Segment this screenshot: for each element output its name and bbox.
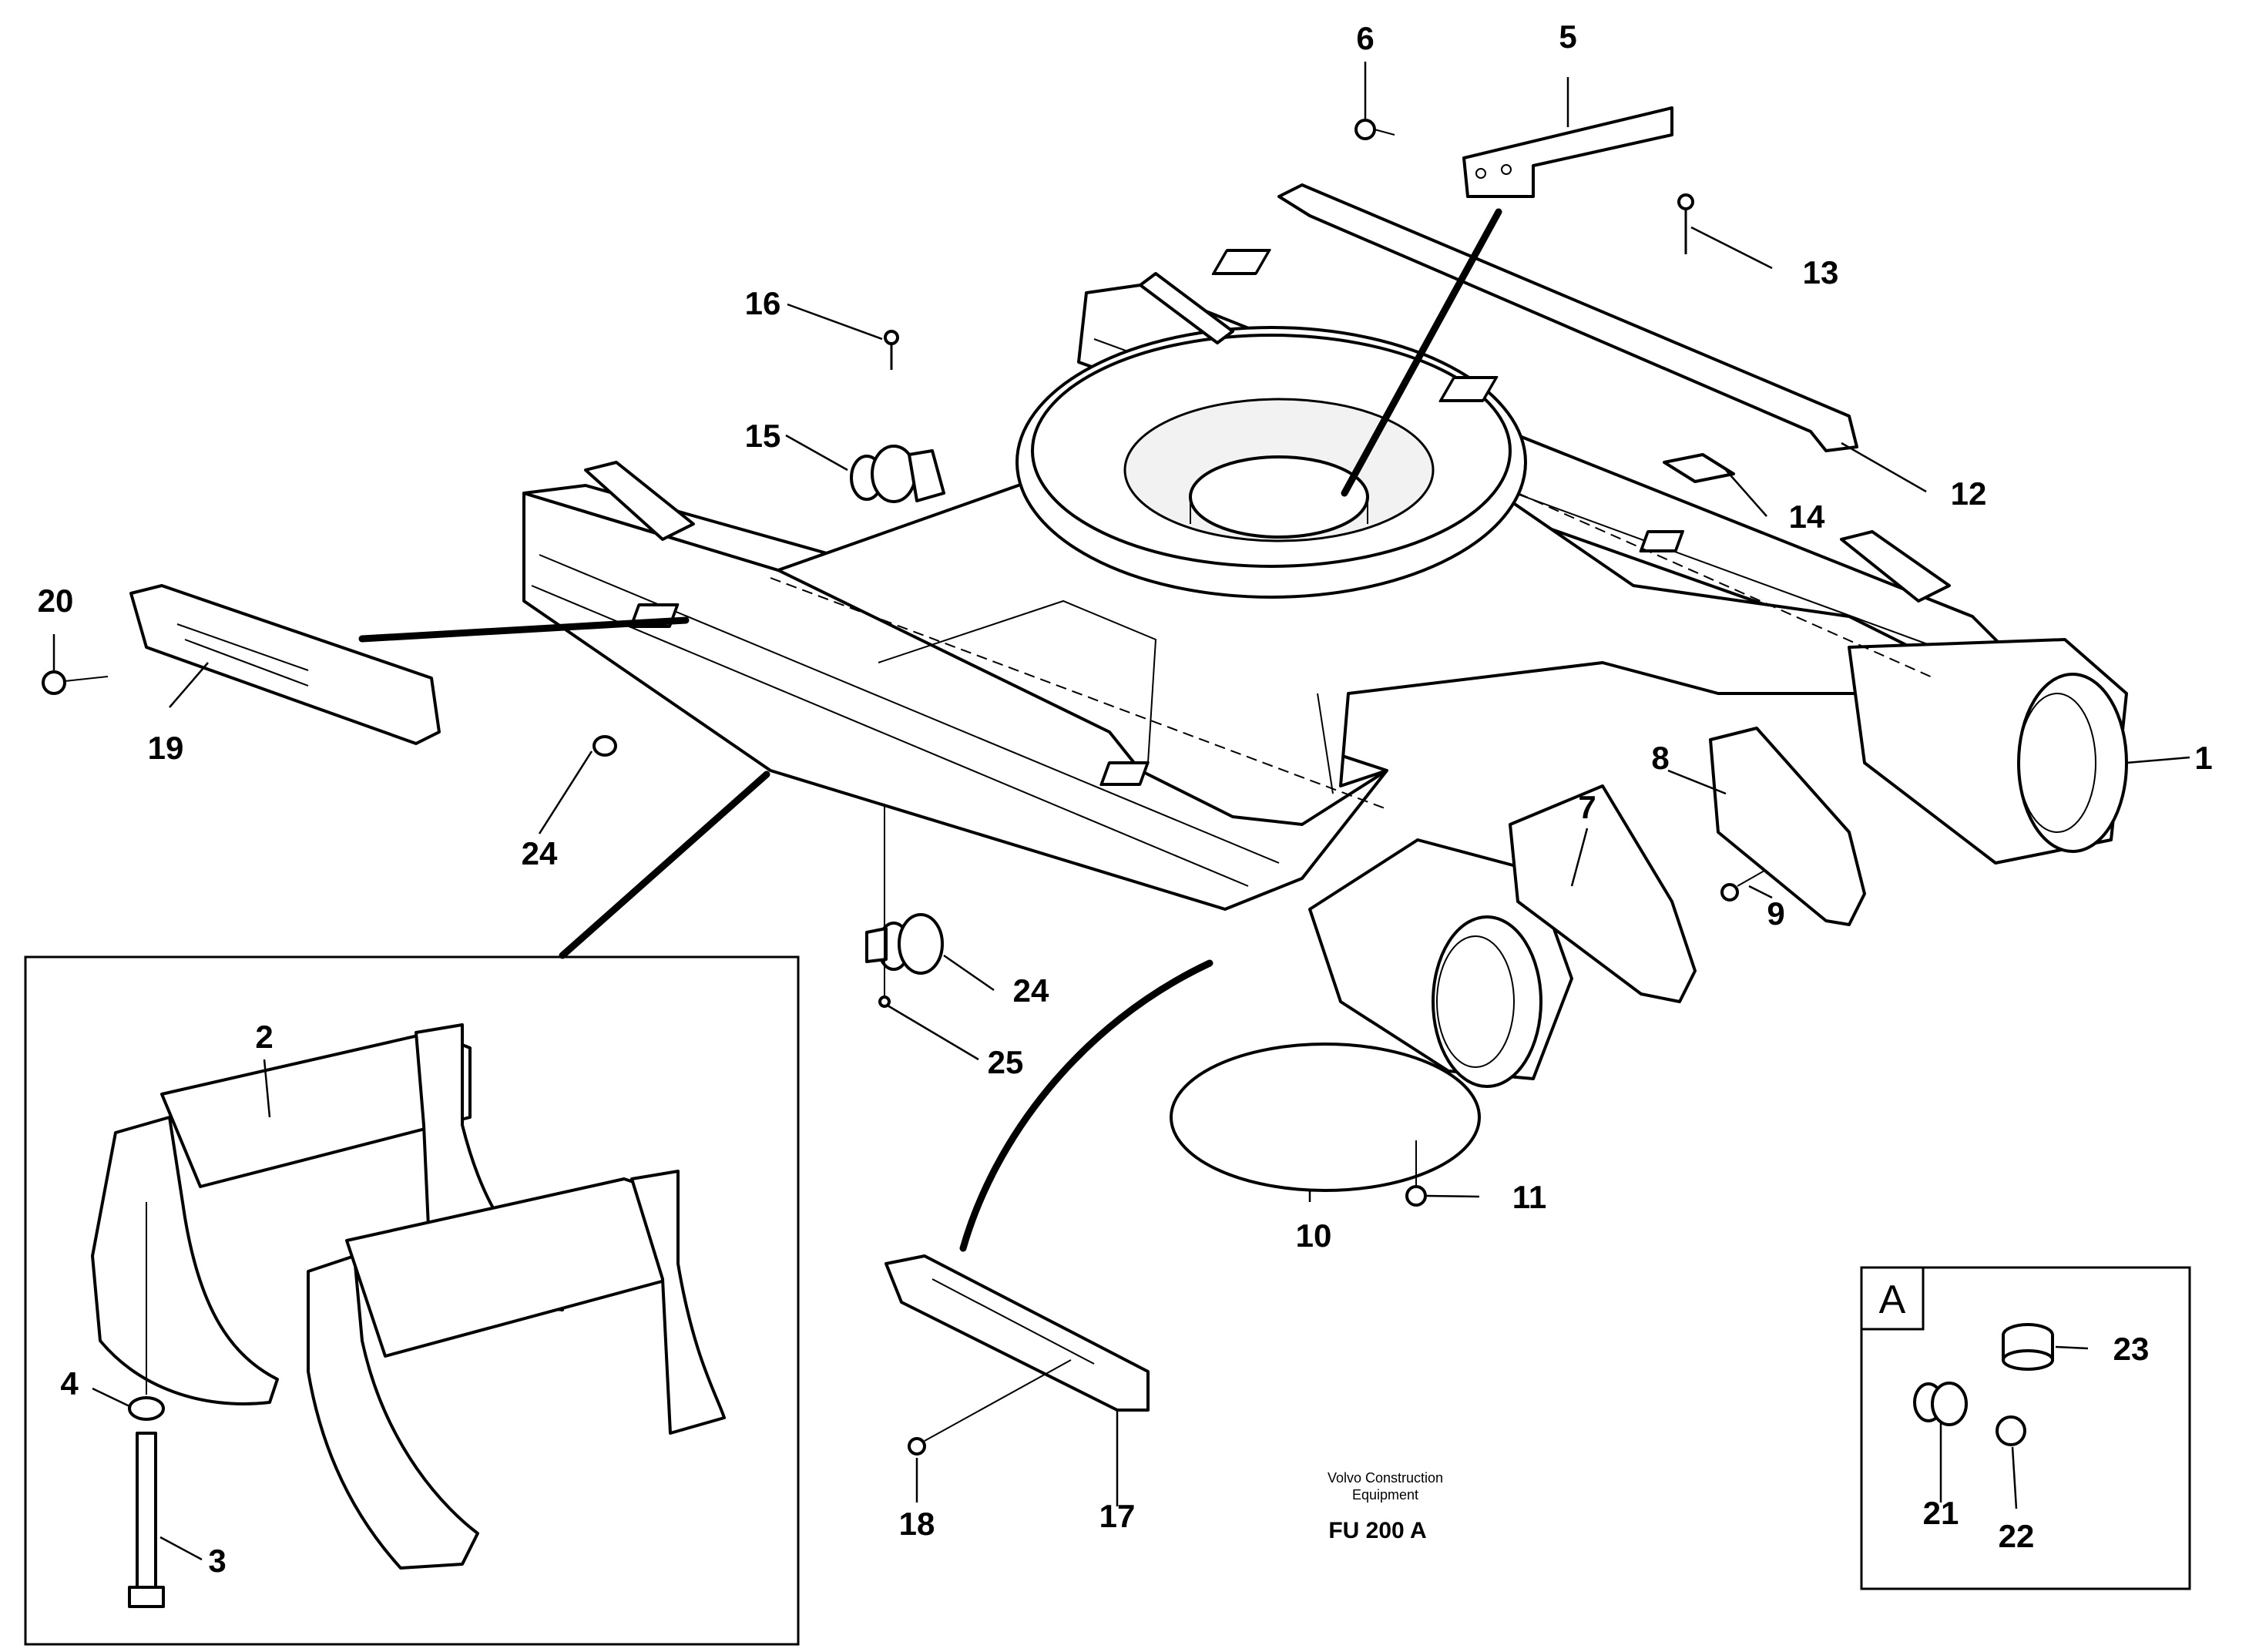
part-13-bolt <box>1677 193 1694 254</box>
callout-9: 9 <box>1767 895 1784 932</box>
callout-4: 4 <box>60 1365 79 1402</box>
detail-box-a: A <box>1860 1266 2191 1590</box>
detail-box-stand <box>24 955 800 1646</box>
caption-line-2: Equipment <box>1352 1487 1418 1503</box>
part-11-bolt <box>1405 1140 1427 1207</box>
callout-labels: 1 2 3 4 5 6 7 8 9 10 11 12 13 14 15 16 1… <box>38 18 2213 1579</box>
part-14-plate <box>1663 453 1735 483</box>
callout-12: 12 <box>1951 475 1987 512</box>
callout-21: 21 <box>1923 1495 1959 1531</box>
part-12-guard-rail <box>1211 183 1858 452</box>
part-18-bolt <box>908 1359 1072 1456</box>
part-16-bolt <box>884 330 899 370</box>
part-17-shoe <box>884 1254 1150 1412</box>
callout-6: 6 <box>1356 20 1374 56</box>
drawing-code: FU 200 A <box>1328 1518 1426 1543</box>
callout-23: 23 <box>2113 1331 2150 1367</box>
callout-14: 14 <box>1789 499 1825 535</box>
part-24-plug-upper <box>592 735 617 757</box>
callout-16: 16 <box>745 285 781 321</box>
callout-24-lower: 24 <box>1013 972 1049 1009</box>
part-10-disc <box>1170 1043 1481 1192</box>
callout-5: 5 <box>1559 18 1576 55</box>
part-19-rail-block <box>129 584 441 745</box>
callout-17: 17 <box>1099 1498 1136 1534</box>
caption-line-1: Volvo Construction <box>1328 1470 1443 1486</box>
part-6-bolt <box>1354 119 1395 140</box>
part-25-bolt <box>878 805 891 1008</box>
callout-8: 8 <box>1651 740 1669 776</box>
callout-24-upper: 24 <box>522 835 558 871</box>
callout-11: 11 <box>1512 1179 1546 1215</box>
undercarriage-frame <box>522 272 2128 1088</box>
part-9-bolt <box>1720 870 1765 902</box>
callout-20: 20 <box>38 583 74 619</box>
part-20-bolt <box>42 670 109 695</box>
callout-3: 3 <box>208 1543 226 1579</box>
callout-2: 2 <box>255 1019 273 1055</box>
pointer-lines <box>358 208 1502 1252</box>
callout-13: 13 <box>1803 254 1839 290</box>
part-7-cover <box>1509 784 1697 1003</box>
callout-1: 1 <box>2194 740 2212 776</box>
part-8-cover <box>1709 727 1866 926</box>
callout-leaders <box>52 62 2190 1561</box>
callout-15: 15 <box>745 418 781 454</box>
part-5-bracket <box>1462 106 1673 198</box>
callout-25: 25 <box>988 1044 1024 1080</box>
part-24-roller-lower <box>865 913 944 975</box>
callout-18: 18 <box>899 1506 935 1542</box>
drawing-caption: Volvo Construction Equipment FU 200 A <box>1328 1470 1443 1543</box>
callout-22: 22 <box>1999 1518 2035 1554</box>
callout-19: 19 <box>148 730 184 766</box>
part-15-roller <box>850 445 945 503</box>
callout-10: 10 <box>1296 1217 1332 1254</box>
detail-box-letter: A <box>1879 1278 1906 1322</box>
callout-7: 7 <box>1578 789 1596 825</box>
